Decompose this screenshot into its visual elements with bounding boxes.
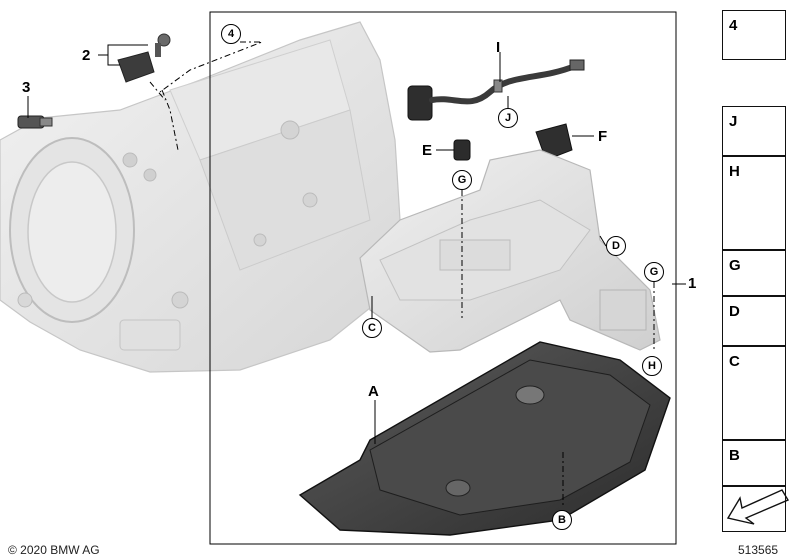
sidebar-item-c: C (722, 346, 786, 440)
callout-label-g-top: G (452, 170, 472, 190)
sidebar-item-label: B (729, 447, 740, 464)
callout-label-d: D (606, 236, 626, 256)
callout-4-leader (159, 41, 263, 93)
wiring-harness-i (407, 52, 585, 121)
valve-leaders (371, 190, 676, 352)
sidebar-item-label: H (729, 163, 740, 180)
callout-label-a: A (368, 383, 379, 400)
copyright-notice: © 2020 BMW AG (8, 543, 100, 557)
callout-label-e: E (422, 142, 433, 159)
sidebar-item-label: G (729, 257, 741, 274)
sidebar-item-h: H (722, 156, 786, 250)
leader-lines-left (27, 44, 179, 151)
sidebar-item-label: 4 (729, 17, 738, 34)
sensor-part-3 (17, 115, 53, 129)
sidebar-item-g: G (722, 250, 786, 296)
callout-label-f: F (598, 128, 608, 145)
callout-part-2: 2 (82, 47, 91, 64)
callout-label-g-right: G (644, 262, 664, 282)
callout-label-j: J (498, 108, 518, 128)
sidebar-item-label: J (729, 113, 738, 130)
sidebar-item-b: B (722, 440, 786, 486)
callout-part-4: 4 (221, 24, 241, 44)
valve-body (359, 149, 661, 353)
main-frame (209, 11, 677, 545)
callout-label-b: B (552, 510, 572, 530)
sidebar-item-label: C (729, 353, 740, 370)
callout-part-3: 3 (22, 79, 31, 96)
callout-label-c: C (362, 318, 382, 338)
callout-label-h: H (642, 356, 662, 376)
oil-pan (298, 341, 671, 536)
seal-e (436, 139, 471, 161)
sidebar-item-j: J (722, 106, 786, 156)
sidebar-item-label: D (729, 303, 740, 320)
sidebar-item-4: 4 (722, 10, 786, 60)
transmission-housing (0, 21, 401, 373)
callout-part-1: 1 (688, 275, 697, 292)
sidebar-arrow-box (722, 486, 786, 532)
callout-label-i: I (496, 39, 501, 56)
sidebar-item-d: D (722, 296, 786, 346)
diagram-number: 513565 (738, 543, 779, 557)
sensor-part-2 (117, 33, 171, 83)
